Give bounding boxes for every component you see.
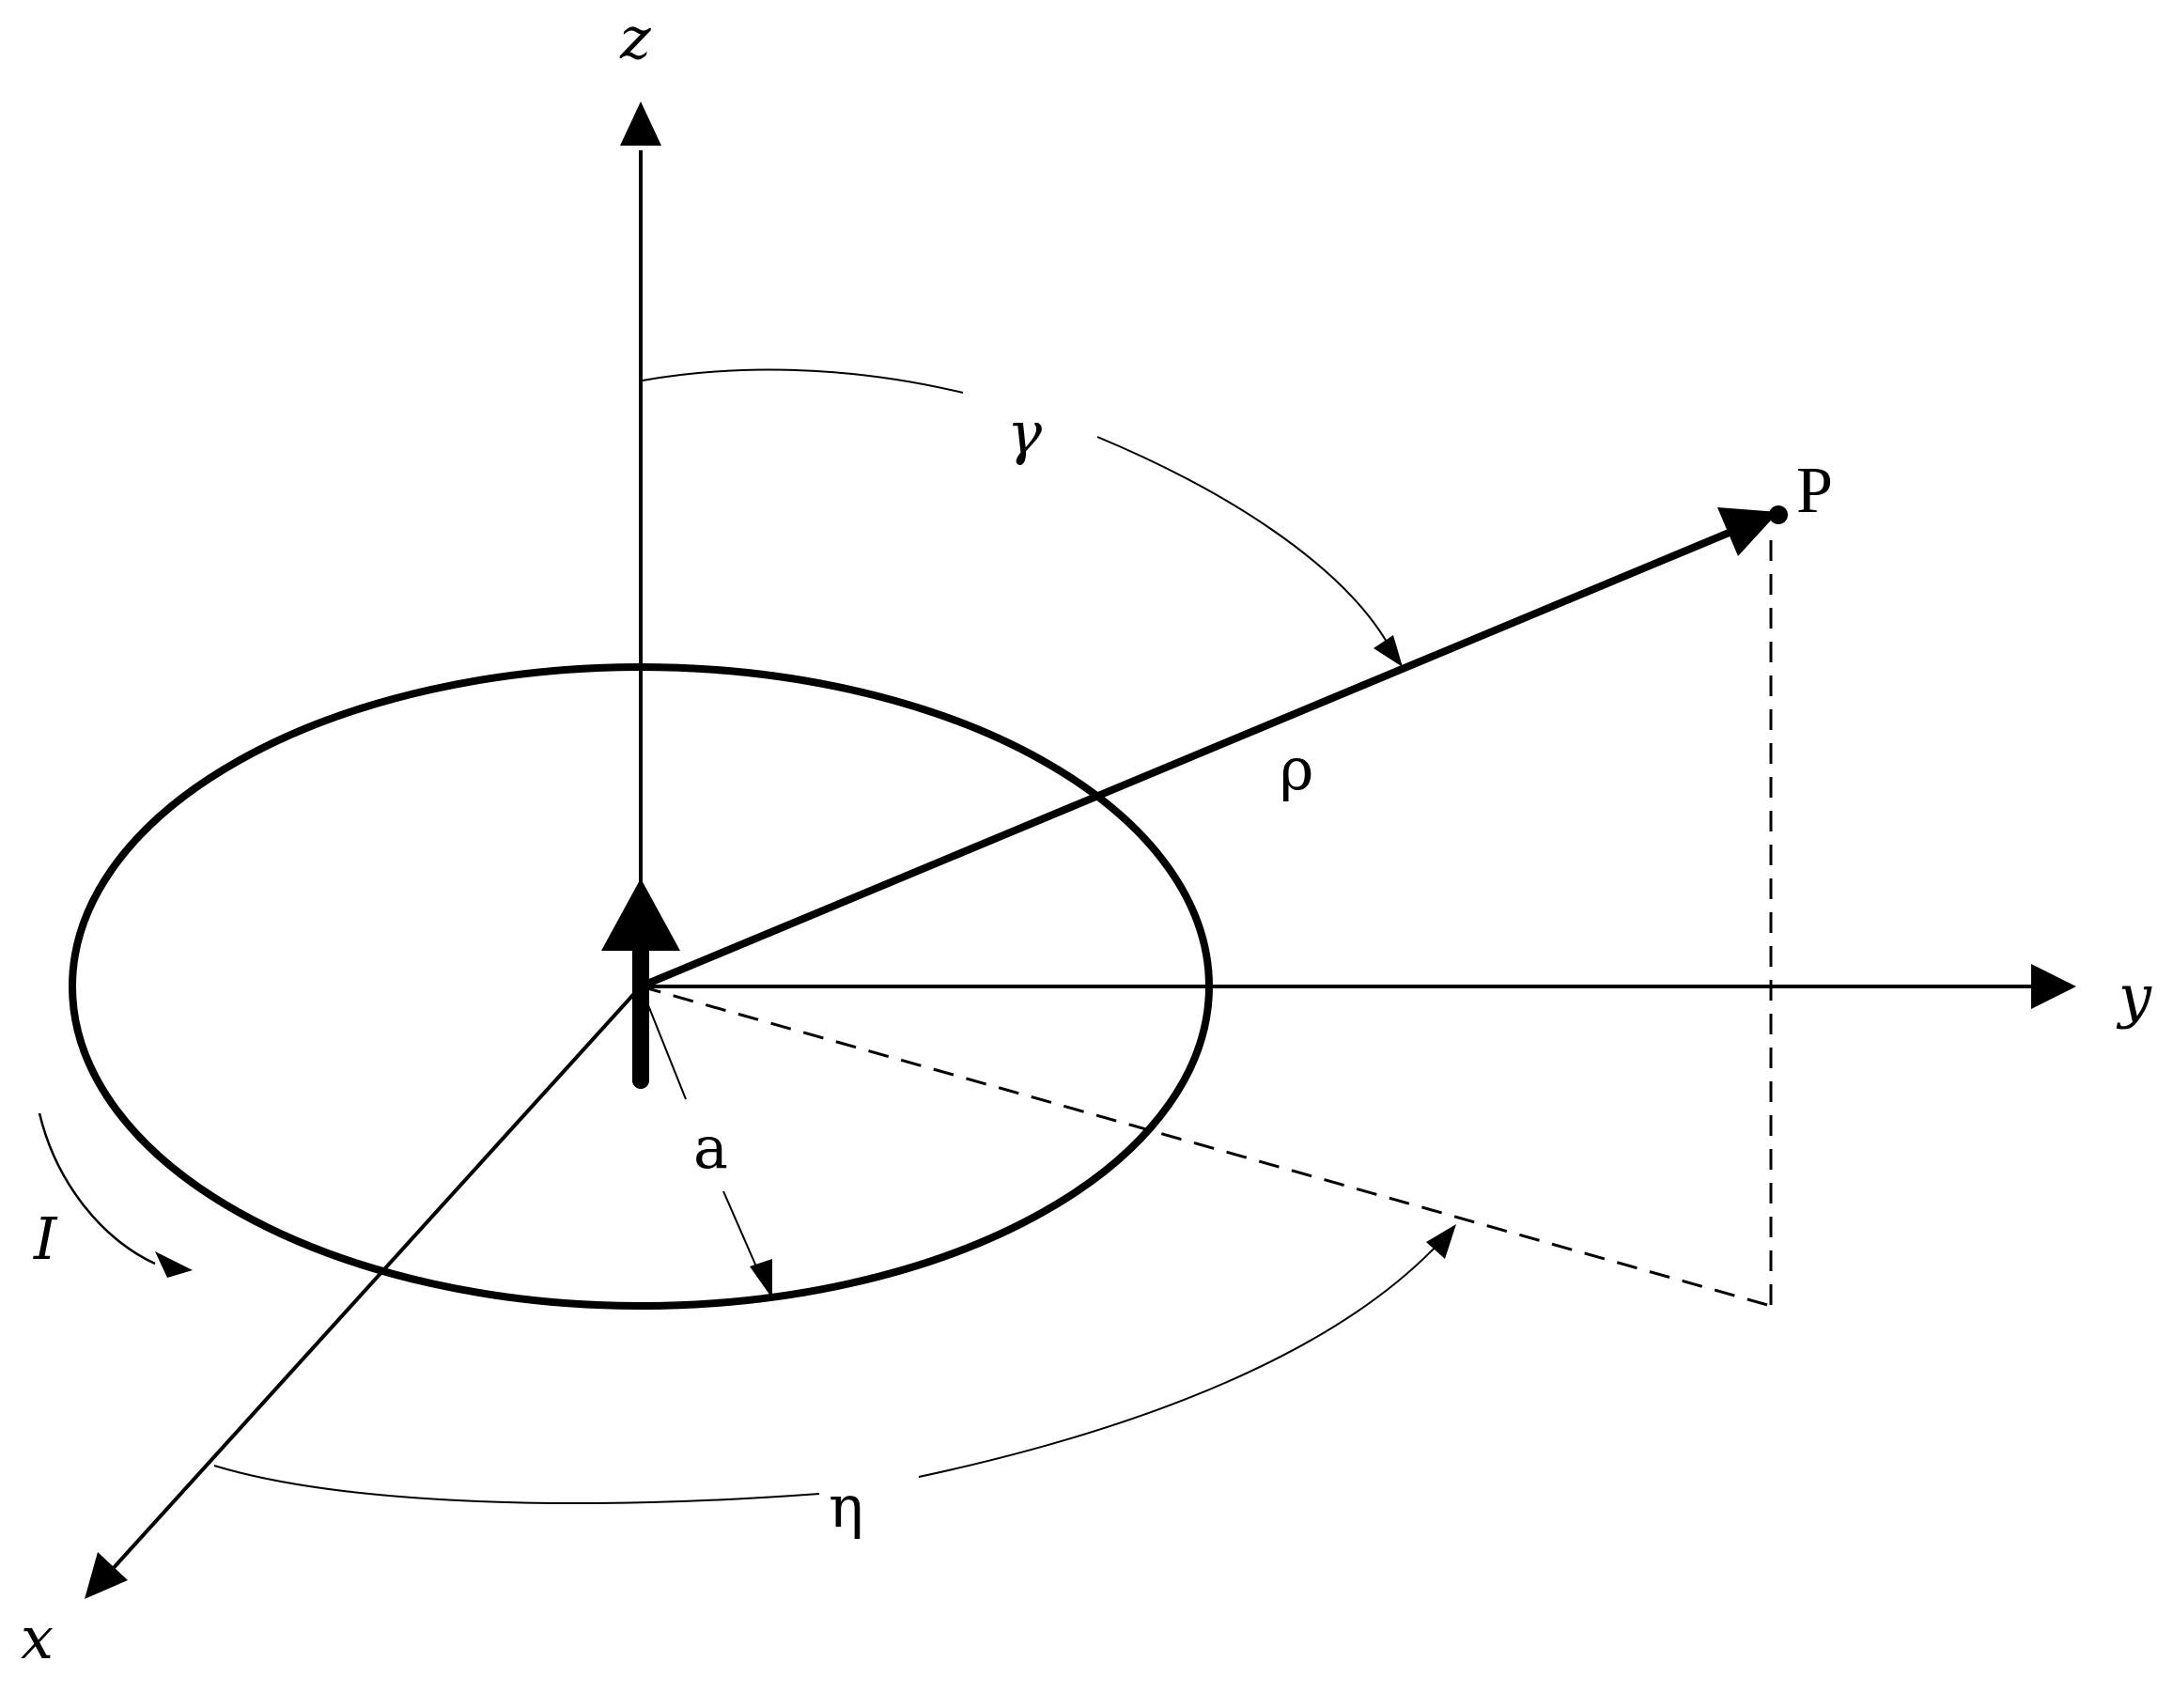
rho-label: ρ [1280, 735, 1313, 803]
y-axis-label: y [2116, 962, 2152, 1031]
rho-arrowhead [1717, 507, 1778, 556]
point-p [1769, 505, 1788, 524]
x-axis-arrowhead [85, 1552, 128, 1599]
eta-angle-arc [213, 1224, 1456, 1504]
x-axis [85, 985, 643, 1599]
radius-label: a [693, 1113, 728, 1182]
current-loop [69, 663, 1213, 1310]
z-axis-arrowhead [620, 101, 661, 146]
current-direction-arrow [38, 1112, 193, 1278]
projection-horizontal-dashed [640, 985, 1772, 1308]
point-p-label: P [1796, 455, 1833, 527]
gamma-angle-arc [642, 368, 1403, 667]
radius-indicator [647, 1004, 772, 1298]
magnetic-moment-arrow [601, 878, 680, 1089]
y-axis-arrowhead [2031, 964, 2076, 1009]
z-axis-label: z [619, 4, 651, 72]
eta-label: η [829, 1472, 863, 1541]
x-axis-label: x [21, 1604, 54, 1672]
y-axis [641, 964, 2076, 1009]
rho-vector [639, 507, 1778, 990]
gamma-label: γ [1007, 398, 1043, 467]
z-axis [620, 101, 661, 996]
current-label: I [33, 1204, 58, 1273]
